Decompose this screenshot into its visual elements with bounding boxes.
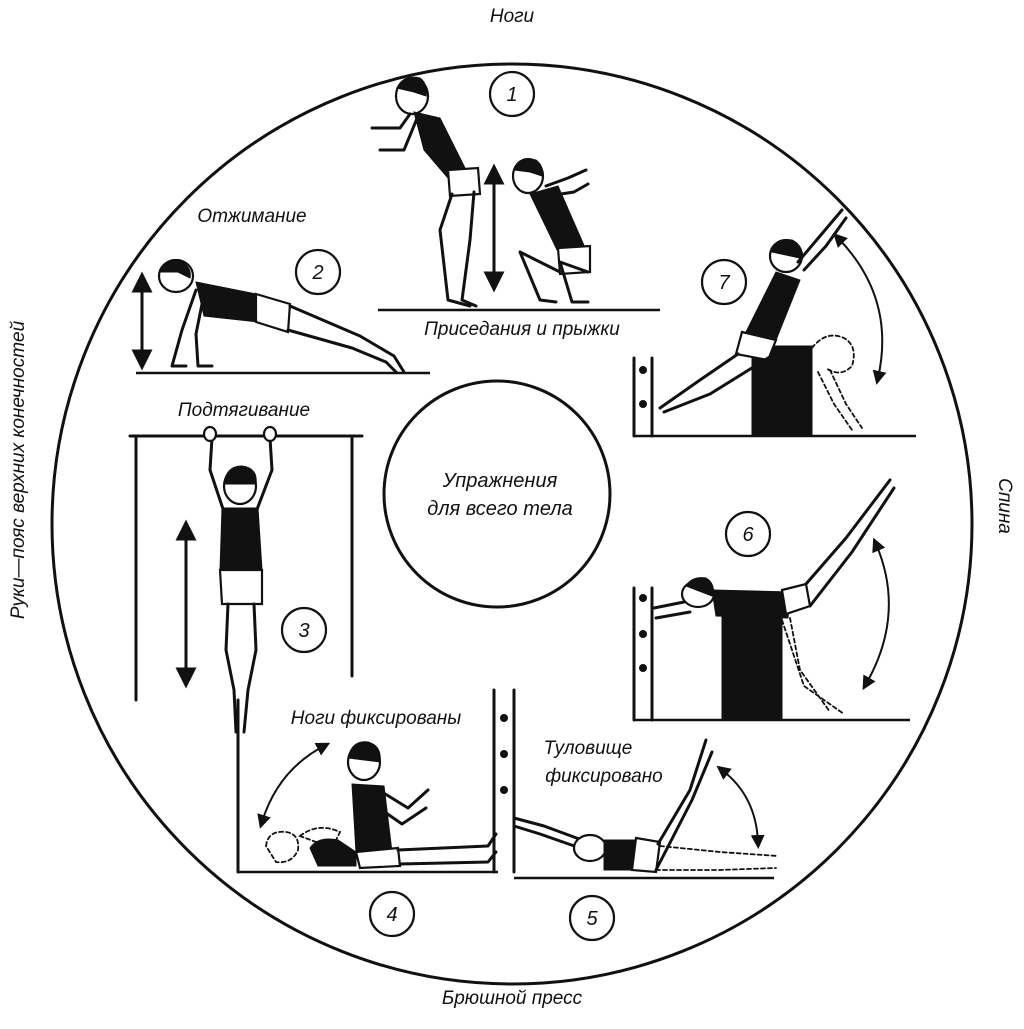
back-extension-motion-arrow <box>862 537 890 691</box>
exercise-2-label: Отжимание <box>197 206 306 227</box>
exercise-2-number: 2 <box>311 262 323 284</box>
exercise-6-number: 6 <box>742 524 754 546</box>
squatting-figure <box>511 157 592 304</box>
standing-figure <box>370 76 482 308</box>
legraise-motion-arrow <box>716 765 765 849</box>
exercise-6-back-extension: 6 <box>632 478 910 722</box>
sector-label-right: Спина <box>994 478 1015 534</box>
sector-label-top: Ноги <box>490 6 535 27</box>
exercise-5-torso-fixed: Туловище фиксировано 5 <box>512 738 779 942</box>
exercise-7-number: 7 <box>718 272 730 294</box>
exercise-1-squats: 1 Приседания и прыжки <box>370 70 660 340</box>
exercise-1-label: Приседания и прыжки <box>424 319 620 340</box>
outer-circle <box>50 62 974 986</box>
sector-label-bottom: Брюшной пресс <box>442 988 583 1009</box>
back-arch-motion-arrow <box>833 232 887 385</box>
exercise-1-number: 1 <box>506 84 517 106</box>
center-label-line1: Упражнения <box>442 470 558 492</box>
exercise-4-legs-fixed: Ноги фиксированы 4 <box>236 688 516 938</box>
center-circle <box>382 379 612 609</box>
exercise-5-label-line2: фиксировано <box>545 766 663 787</box>
exercise-5-number: 5 <box>586 908 598 930</box>
exercise-3-number: 3 <box>298 620 309 642</box>
exercise-2-pushups: Отжимание 2 <box>131 206 430 375</box>
sector-label-left: Руки—пояс верхних конечностей <box>8 320 29 619</box>
exercise-4-label: Ноги фиксированы <box>291 708 461 729</box>
center-label-line2: для всего тела <box>427 498 573 520</box>
exercise-4-number: 4 <box>386 904 397 926</box>
situp-motion-arrow <box>257 742 331 829</box>
exercise-5-label-line1: Туловище <box>544 738 633 759</box>
exercise-7-back-arch: 7 <box>632 208 916 438</box>
exercise-3-pullups: Подтягивание 3 <box>128 400 364 734</box>
exercise-3-label: Подтягивание <box>178 400 310 421</box>
